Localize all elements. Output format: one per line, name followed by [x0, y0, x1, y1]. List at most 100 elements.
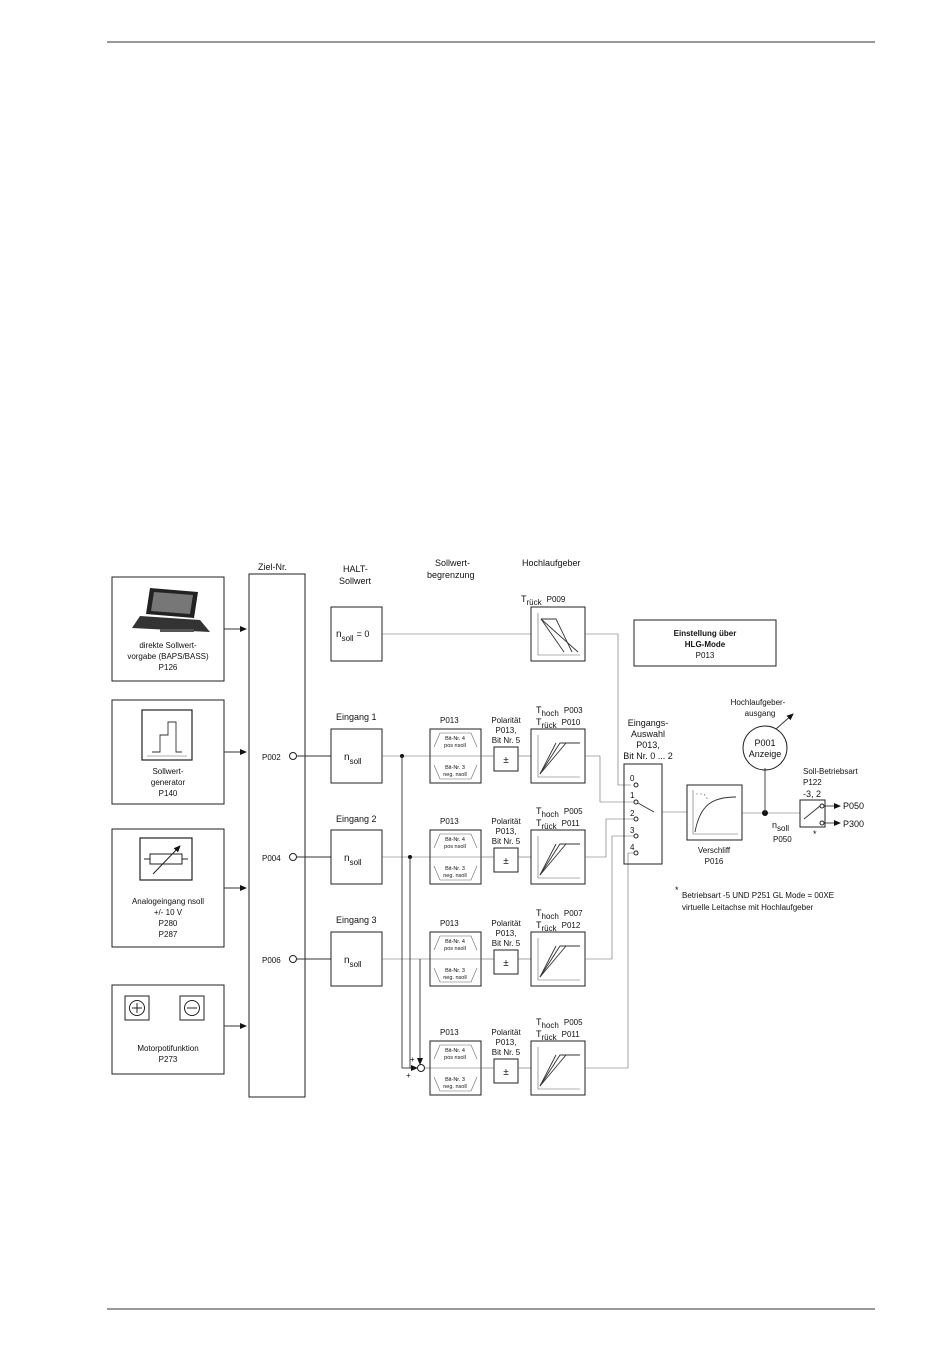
- summing-junction: [417, 1064, 425, 1072]
- svg-text:4: 4: [630, 843, 635, 852]
- svg-text:P013: P013: [696, 651, 715, 660]
- source-box-generator: Sollwert- generator P140: [111, 699, 225, 805]
- svg-text:nsoll= 0: nsoll= 0: [336, 629, 369, 643]
- footnote-line-1: Betriebsart -5 UND P251 GL Mode = 00XE: [682, 891, 834, 900]
- svg-text:P013: P013: [440, 919, 459, 928]
- svg-text:P013: P013: [440, 817, 459, 826]
- halt-label-2: Sollwert: [339, 576, 372, 586]
- svg-text:P013: P013: [440, 1028, 459, 1037]
- svg-text:nsoll: nsoll: [344, 752, 362, 766]
- svg-text:Bit Nr. 5: Bit Nr. 5: [492, 1048, 521, 1057]
- verschliff-box: Verschliff P016: [686, 784, 743, 866]
- svg-text:Eingang 2: Eingang 2: [336, 814, 377, 824]
- halt-sollwert-box: nsoll= 0: [330, 606, 383, 662]
- svg-text:Polarität: Polarität: [491, 919, 521, 928]
- p122-label: P122: [803, 778, 822, 787]
- svg-text:Polarität: Polarität: [491, 716, 521, 725]
- einstellung-box: Einstellung über HLG-Mode P013: [633, 619, 777, 667]
- footnote-star: *: [675, 885, 679, 895]
- svg-text:Bit Nr. 5: Bit Nr. 5: [492, 837, 521, 846]
- source-1-line-3: P126: [159, 663, 178, 672]
- source-2-line-1: Sollwert-: [152, 767, 183, 776]
- svg-text:P013,: P013,: [496, 726, 517, 735]
- eingangs-label-3: P013,: [636, 740, 660, 750]
- source-3-line-3: P280: [159, 919, 178, 928]
- ziel-nr-bar: [248, 573, 306, 1098]
- halt-label-1: HALT-: [343, 564, 368, 574]
- svg-text:nsoll: nsoll: [344, 853, 362, 867]
- svg-text:Eingang 1: Eingang 1: [336, 712, 377, 722]
- hlg-ausgang-label-1: Hochlaufgeber-: [731, 698, 786, 707]
- svg-text:P013: P013: [440, 716, 459, 725]
- source-2-line-2: generator: [151, 778, 186, 787]
- begrenzung-label-1: Sollwert-: [435, 558, 470, 568]
- svg-text:neg. nsoll: neg. nsoll: [443, 772, 467, 778]
- eingangs-label-1: Eingangs-: [628, 718, 669, 728]
- switch-star: *: [813, 829, 817, 839]
- generator-icon: [141, 709, 193, 761]
- svg-text:neg. nsoll: neg. nsoll: [443, 873, 467, 879]
- anzeige-circle: P001 Anzeige: [742, 713, 794, 771]
- laptop-icon: [132, 588, 210, 632]
- svg-text:pos nsoll: pos nsoll: [444, 743, 466, 749]
- source-box-motorpoti: Motorpotifunktion P273: [111, 984, 225, 1075]
- svg-text:Bit-Nr. 3: Bit-Nr. 3: [445, 765, 465, 771]
- svg-text:±: ±: [503, 755, 509, 766]
- begrenzung-label-2: begrenzung: [427, 570, 475, 580]
- svg-text:±: ±: [503, 958, 509, 969]
- out-p050: P050: [843, 801, 864, 811]
- source-4-line-1: Motorpotifunktion: [137, 1044, 198, 1053]
- svg-text:HLG-Mode: HLG-Mode: [685, 640, 726, 649]
- out-p300: P300: [843, 819, 864, 829]
- source-1-line-1: direkte Sollwert-: [139, 641, 197, 650]
- source-1-line-2: vorgabe (BAPS/BASS): [127, 652, 209, 661]
- svg-text:Bit Nr. 5: Bit Nr. 5: [492, 736, 521, 745]
- svg-text:Polarität: Polarität: [491, 1028, 521, 1037]
- svg-text:Anzeige: Anzeige: [749, 749, 782, 759]
- p122-values: -3, 2: [803, 789, 821, 799]
- svg-text:0: 0: [630, 774, 635, 783]
- eingang-3-box: Eingang 3 nsoll: [330, 915, 383, 987]
- eingangs-label-2: Auswahl: [631, 729, 665, 739]
- eingang-1-box: Eingang 1 nsoll: [330, 712, 383, 784]
- svg-text:1: 1: [630, 791, 635, 800]
- svg-text:Bit-Nr. 3: Bit-Nr. 3: [445, 1077, 465, 1083]
- plus-button-icon: [124, 995, 150, 1021]
- eingang-2-box: Eingang 2 nsoll: [330, 814, 383, 885]
- source-3-line-1: Analogeingang nsoll: [132, 897, 204, 906]
- svg-text:2: 2: [630, 809, 635, 818]
- svg-text:±: ±: [503, 1067, 509, 1078]
- svg-text:nsoll: nsoll: [344, 955, 362, 969]
- svg-text:P016: P016: [705, 857, 724, 866]
- svg-text:Bit-Nr. 4: Bit-Nr. 4: [445, 736, 465, 742]
- svg-text:Bit-Nr. 4: Bit-Nr. 4: [445, 939, 465, 945]
- eingangs-label-4: Bit Nr. 0 ... 2: [623, 751, 673, 761]
- svg-text:P013,: P013,: [496, 1038, 517, 1047]
- svg-text:Bit-Nr. 4: Bit-Nr. 4: [445, 837, 465, 843]
- svg-text:Polarität: Polarität: [491, 817, 521, 826]
- svg-text:P001: P001: [754, 738, 775, 748]
